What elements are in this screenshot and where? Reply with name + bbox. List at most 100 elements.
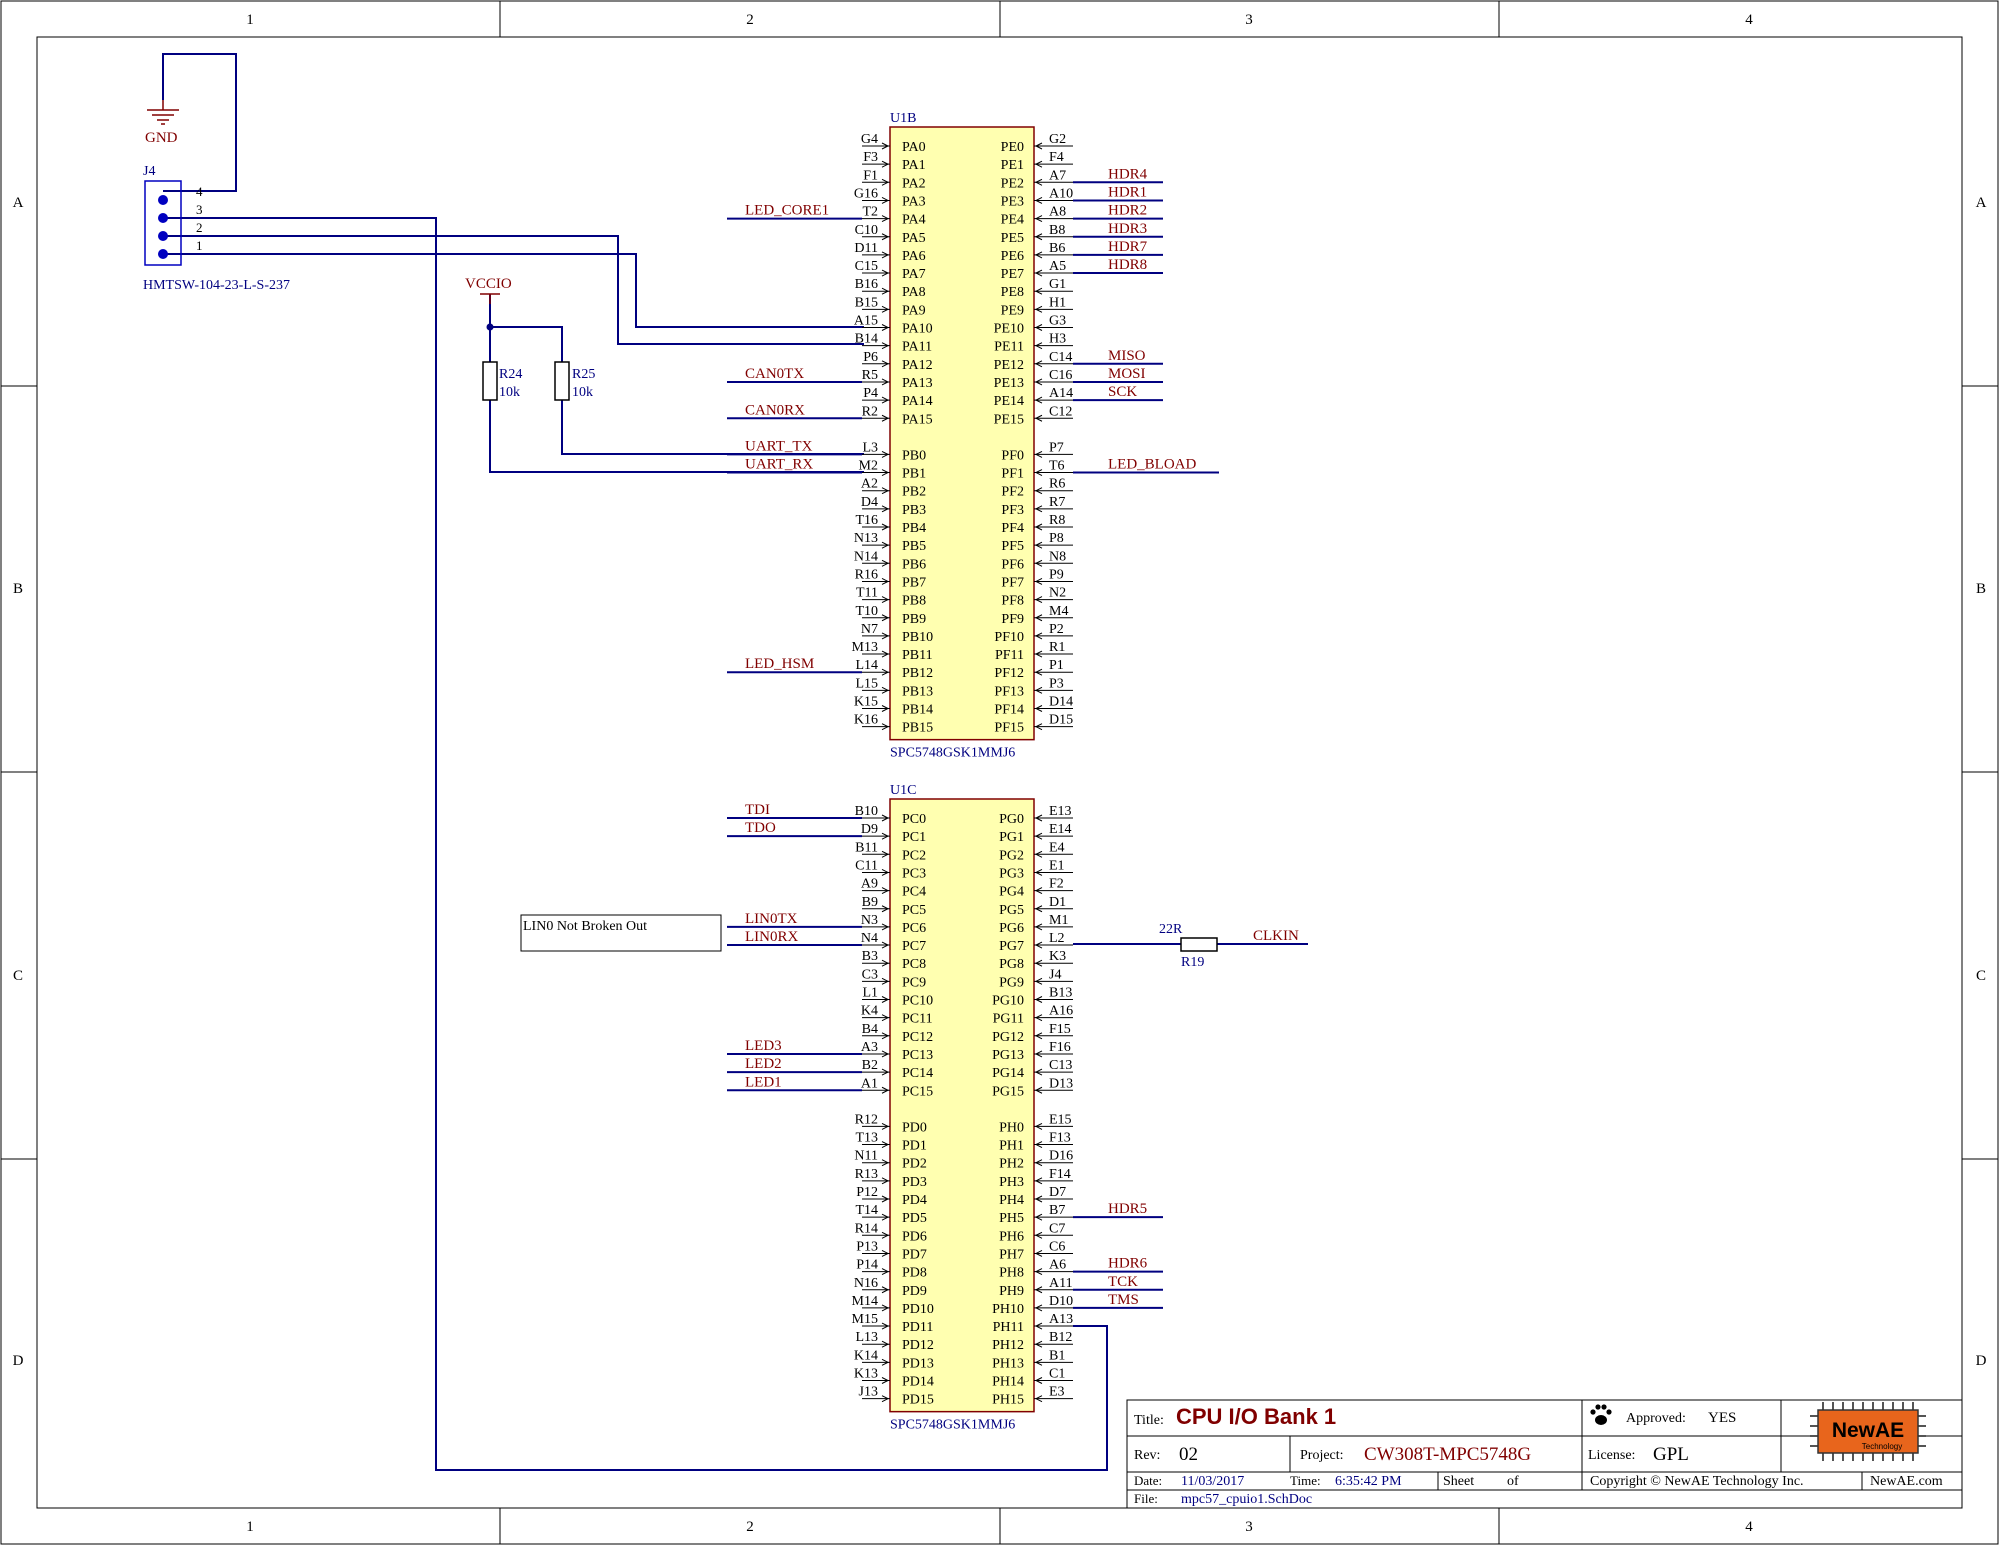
j4-pin-3: 3	[196, 202, 203, 217]
u1b-pin-PE15: PE15	[994, 412, 1024, 427]
u1b-part: SPC5748GSK1MMJ6	[890, 746, 1015, 761]
u1c-pin-PC2: PC2	[902, 848, 926, 863]
u1c-pin-PG6: PG6	[999, 921, 1024, 936]
u1b-ball-C10: C10	[855, 223, 878, 238]
u1b-pin-arrow	[1034, 233, 1043, 241]
u1b-pin-PF4: PF4	[1001, 521, 1024, 536]
u1b-ball-L14: L14	[855, 658, 878, 673]
net-HDR6: HDR6	[1108, 1256, 1148, 1272]
u1c-pin-PD0: PD0	[902, 1120, 927, 1135]
net-HDR4: HDR4	[1108, 166, 1148, 182]
u1c-ball-F15: F15	[1049, 1022, 1071, 1037]
net-HDR1: HDR1	[1108, 184, 1147, 200]
u1c-pin-arrow	[881, 1195, 890, 1203]
net-LED_CORE1: LED_CORE1	[745, 203, 829, 219]
u1c-ball-B1: B1	[1049, 1348, 1065, 1363]
u1c-ball-K13: K13	[854, 1367, 878, 1382]
u1b-ball-D4: D4	[861, 495, 878, 510]
net-LED_HSM: LED_HSM	[745, 656, 814, 672]
u1c-pin-arrow	[881, 1377, 890, 1384]
u1b-ball-P1: P1	[1049, 658, 1064, 673]
title-block-text: Title: CPU I/O Bank 1 Approved: YES Rev:…	[1134, 1404, 1943, 1507]
u1b-pin-PB11: PB11	[902, 648, 933, 663]
zone-col-bottom-3: 3	[1245, 1519, 1253, 1535]
u1b-pin-arrow	[1034, 178, 1043, 186]
u1c-pin-PD12: PD12	[902, 1338, 934, 1353]
u1b-pin-PB10: PB10	[902, 630, 933, 645]
u1c-pin-PG9: PG9	[999, 975, 1024, 990]
wire-j4-pin3	[163, 217, 1108, 1471]
u1b-pin-PA5: PA5	[902, 231, 926, 246]
u1c-pin-arrow	[1034, 814, 1043, 822]
u1b-pin-PA4: PA4	[902, 213, 926, 228]
chip-u1b: U1BSPC5748GSK1MMJ6G4PA0F3PA1F1PA2G16PA3T…	[727, 111, 1219, 761]
u1b-pin-arrow	[881, 160, 890, 168]
u1c-pin-PC10: PC10	[902, 994, 933, 1009]
u1b-pin-arrow	[881, 197, 890, 204]
u1c-pin-PC11: PC11	[902, 1012, 933, 1027]
u1b-ball-K15: K15	[854, 695, 878, 710]
u1b-ball-T2: T2	[862, 205, 878, 220]
u1b-ball-G1: G1	[1049, 277, 1066, 292]
u1c-ball-F16: F16	[1049, 1040, 1071, 1055]
net-CAN0TX: CAN0TX	[745, 366, 804, 382]
u1c-ball-E15: E15	[1049, 1112, 1072, 1127]
u1c-ball-A16: A16	[1049, 1004, 1073, 1019]
u1c-pin-PG10: PG10	[992, 994, 1024, 1009]
u1b-pin-PA15: PA15	[902, 412, 933, 427]
u1b-pin-PA11: PA11	[902, 340, 932, 355]
u1c-pin-arrow	[1034, 977, 1043, 985]
u1c-pin-arrow	[881, 1322, 890, 1330]
u1c-pin-PC3: PC3	[902, 866, 926, 881]
u1b-pin-PF8: PF8	[1001, 594, 1024, 609]
u1c-pin-PG8: PG8	[999, 957, 1024, 972]
u1c-pin-PH4: PH4	[999, 1193, 1024, 1208]
u1b-ball-G16: G16	[854, 186, 878, 201]
net-TMS: TMS	[1108, 1292, 1139, 1308]
u1c-pin-arrow	[881, 1050, 890, 1058]
wire-vccio	[489, 294, 563, 362]
u1b-pin-arrow	[1034, 342, 1043, 350]
u1b-ball-C16: C16	[1049, 368, 1072, 383]
u1c-ball-T13: T13	[855, 1131, 878, 1146]
u1c-pin-PG7: PG7	[999, 939, 1024, 954]
u1b-ball-P8: P8	[1049, 531, 1064, 546]
u1b-ball-A5: A5	[1049, 259, 1066, 274]
u1c-pin-arrow	[1034, 941, 1043, 949]
u1b-pin-arrow	[881, 305, 890, 313]
net-HDR2: HDR2	[1108, 203, 1147, 219]
zone-col-top-3: 3	[1245, 12, 1253, 28]
logo-text: NewAE	[1832, 1419, 1904, 1442]
u1c-pin-arrow	[881, 887, 890, 895]
u1c-pin-arrow	[1034, 1086, 1043, 1094]
u1b-pin-arrow	[1034, 487, 1043, 495]
net-MOSI: MOSI	[1108, 366, 1146, 382]
net-HDR5: HDR5	[1108, 1201, 1147, 1217]
u1c-ball-M14: M14	[852, 1294, 878, 1309]
u1b-pin-arrow	[881, 324, 890, 331]
j4-part: HMTSW-104-23-L-S-237	[143, 278, 290, 293]
note-box	[520, 914, 722, 952]
u1b-pin-arrow	[881, 705, 890, 712]
u1b-pin-arrow	[881, 178, 890, 186]
u1b-pin-arrow	[1034, 305, 1043, 313]
u1c-pin-arrow	[1034, 1395, 1043, 1403]
u1c-ball-F14: F14	[1049, 1167, 1071, 1182]
u1b-pin-PA0: PA0	[902, 140, 926, 155]
u1c-pin-PC15: PC15	[902, 1084, 933, 1099]
u1b-pin-PE6: PE6	[1001, 249, 1024, 264]
u1c-ball-C13: C13	[1049, 1058, 1072, 1073]
u1c-pin-arrow	[1034, 1177, 1043, 1185]
u1b-pin-arrow	[1034, 396, 1043, 404]
u1c-pin-PG4: PG4	[999, 885, 1024, 900]
zone-row-right-d: D	[1976, 1353, 1987, 1369]
logo-sub: Technology	[1862, 1442, 1902, 1451]
u1b-pin-PA6: PA6	[902, 249, 926, 264]
u1c-ball-C7: C7	[1049, 1221, 1065, 1236]
u1c-ball-C1: C1	[1049, 1367, 1065, 1382]
u1b-pin-arrow	[881, 650, 890, 658]
u1b-pin-PE8: PE8	[1001, 285, 1024, 300]
wires	[162, 53, 1308, 1471]
u1b-pin-arrow	[881, 287, 890, 295]
u1b-pin-PB9: PB9	[902, 612, 926, 627]
